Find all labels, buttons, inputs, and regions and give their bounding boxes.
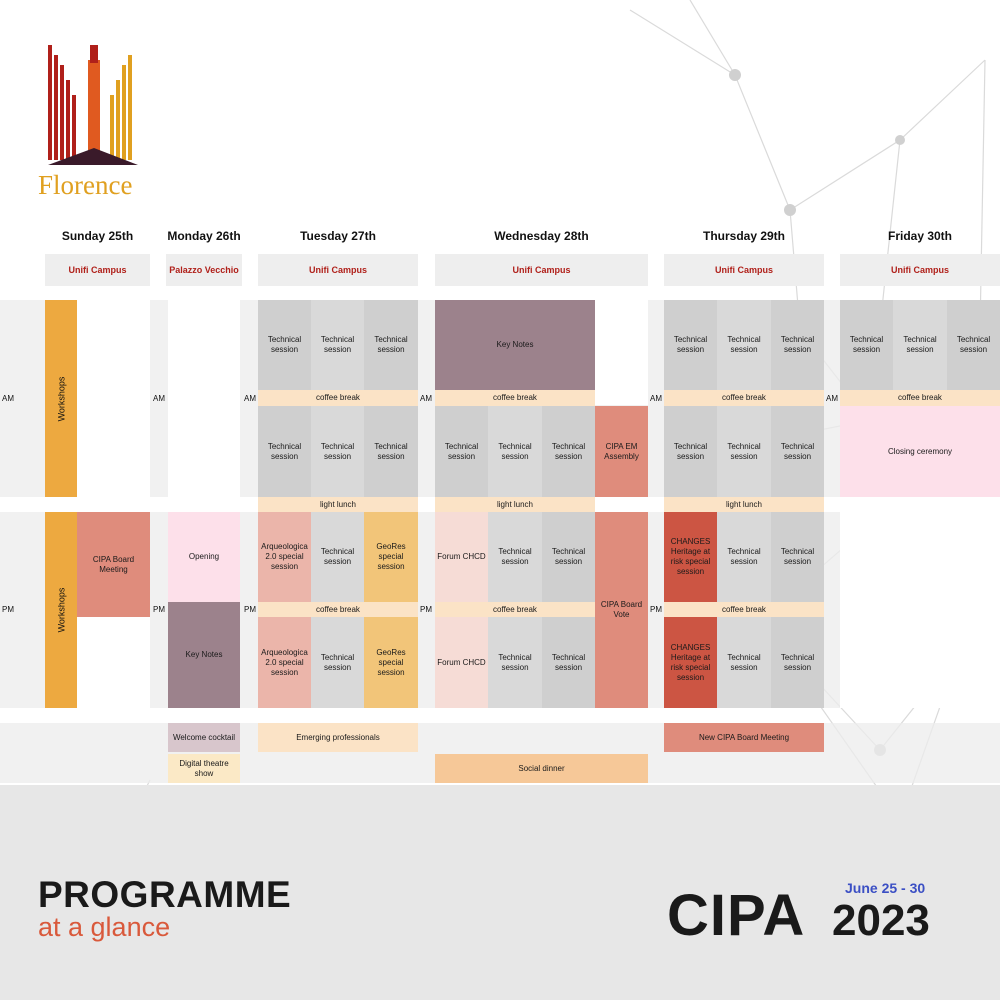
day-header-monday: Monday 26th (167, 229, 241, 243)
florence-logo-icon (48, 45, 138, 165)
workshops-pm-block: Workshops (45, 512, 77, 708)
venue-wednesday: Unifi Campus (435, 254, 648, 286)
technical-session-block: Technical session (717, 406, 771, 497)
am-label: AM (153, 394, 165, 403)
day-header-wednesday: Wednesday 28th (494, 229, 589, 243)
coffee-break-bar: coffee break (664, 390, 824, 406)
emerging-professionals-block: Emerging professionals (258, 723, 418, 752)
light-lunch-bar: light lunch (258, 497, 418, 512)
arqueologica-block: Arqueologica 2.0 special session (258, 617, 311, 708)
technical-session-block: Technical session (771, 300, 824, 390)
cipa-brand: CIPA (667, 883, 806, 948)
venue-friday: Unifi Campus (840, 254, 1000, 286)
coffee-break-bar: coffee break (435, 390, 595, 406)
forum-chcd-block: Forum CHCD (435, 617, 488, 708)
cipa-board-meeting-block: CIPA Board Meeting (77, 512, 150, 617)
coffee-break-bar: coffee break (840, 390, 1000, 406)
event-dates: June 25 - 30 (845, 880, 926, 896)
am-label: AM (650, 394, 662, 403)
technical-session-block: Technical session (542, 617, 595, 708)
technical-session-block: Technical session (311, 617, 364, 708)
technical-session-block: Technical session (435, 406, 488, 497)
cipa-board-vote-block: CIPA Board Vote (595, 512, 648, 708)
welcome-cocktail-block: Welcome cocktail (168, 723, 240, 752)
am-label: AM (420, 394, 432, 403)
pm-label: PM (650, 605, 662, 614)
day-header-friday: Friday 30th (887, 229, 953, 243)
programme-subtitle: at a glance (38, 912, 171, 942)
technical-session-block: Technical session (364, 406, 418, 497)
am-label: AM (826, 394, 838, 403)
friday-pm-gap (840, 497, 1000, 708)
technical-session-block: Technical session (664, 300, 717, 390)
arqueologica-block: Arqueologica 2.0 special session (258, 512, 311, 602)
technical-session-block: Technical session (542, 406, 595, 497)
technical-session-block: Technical session (542, 512, 595, 602)
venue-sunday: Unifi Campus (45, 254, 150, 286)
technical-session-block: Technical session (664, 406, 717, 497)
technical-session-block: Technical session (488, 406, 542, 497)
technical-session-block: Technical session (258, 300, 311, 390)
venue-monday: Palazzo Vecchio (166, 254, 242, 286)
technical-session-block: Technical session (771, 617, 824, 708)
changes-block: CHANGES Heritage at risk special session (664, 512, 717, 602)
technical-session-block: Technical session (771, 406, 824, 497)
workshops-label: Workshops (56, 376, 67, 421)
day-header-sunday: Sunday 25th (61, 229, 134, 243)
coffee-break-bar: coffee break (258, 602, 418, 617)
venue-thursday: Unifi Campus (664, 254, 824, 286)
pm-label: PM (153, 605, 165, 614)
footer-background (0, 785, 1000, 1000)
cipa-year: 2023 (832, 896, 930, 945)
technical-session-block: Technical session (947, 300, 1000, 390)
light-lunch-bar: light lunch (435, 497, 595, 512)
monday-am-gap (168, 300, 240, 497)
sunday-pm-gap (77, 617, 150, 708)
technical-session-block: Technical session (893, 300, 947, 390)
keynotes-monday-block: Key Notes (168, 602, 240, 708)
geores-block: GeoRes special session (364, 617, 418, 708)
new-board-meeting-block: New CIPA Board Meeting (664, 723, 824, 752)
technical-session-block: Technical session (717, 512, 771, 602)
day-header-thursday: Thursday 29th (702, 229, 786, 243)
technical-session-block: Technical session (258, 406, 311, 497)
geores-block: GeoRes special session (364, 512, 418, 602)
technical-session-block: Technical session (488, 617, 542, 708)
changes-block: CHANGES Heritage at risk special session (664, 617, 717, 708)
venue-tuesday: Unifi Campus (258, 254, 418, 286)
cipa-em-assembly-block: CIPA EM Assembly (595, 406, 648, 497)
technical-session-block: Technical session (311, 406, 364, 497)
sunday-am-gap (77, 300, 150, 497)
am-label: AM (2, 394, 14, 403)
florence-wordmark: Florence (38, 170, 133, 200)
technical-session-block: Technical session (364, 300, 418, 390)
opening-block: Opening (168, 512, 240, 602)
pm-label: PM (420, 605, 432, 614)
am-label: AM (244, 394, 256, 403)
coffee-break-bar: coffee break (435, 602, 595, 617)
technical-session-block: Technical session (840, 300, 893, 390)
day-header-tuesday: Tuesday 27th (300, 229, 376, 243)
workshops-am-block: Workshops (45, 300, 77, 497)
digital-theatre-block: Digital theatre show (168, 754, 240, 783)
technical-session-block: Technical session (311, 512, 364, 602)
technical-session-block: Technical session (717, 300, 771, 390)
social-dinner-block: Social dinner (435, 754, 648, 783)
light-lunch-bar: light lunch (664, 497, 824, 512)
pm-label: PM (2, 605, 14, 614)
technical-session-block: Technical session (717, 617, 771, 708)
programme-title: PROGRAMME (38, 874, 292, 915)
technical-session-block: Technical session (311, 300, 364, 390)
pm-label: PM (244, 605, 256, 614)
technical-session-block: Technical session (771, 512, 824, 602)
forum-chcd-block: Forum CHCD (435, 512, 488, 602)
coffee-break-bar: coffee break (664, 602, 824, 617)
wednesday-am-gap (595, 300, 648, 405)
technical-session-block: Technical session (488, 512, 542, 602)
keynotes-wednesday-block: Key Notes (435, 300, 595, 390)
closing-ceremony-block: Closing ceremony (840, 406, 1000, 497)
coffee-break-bar: coffee break (258, 390, 418, 406)
workshops-label: Workshops (56, 587, 67, 633)
